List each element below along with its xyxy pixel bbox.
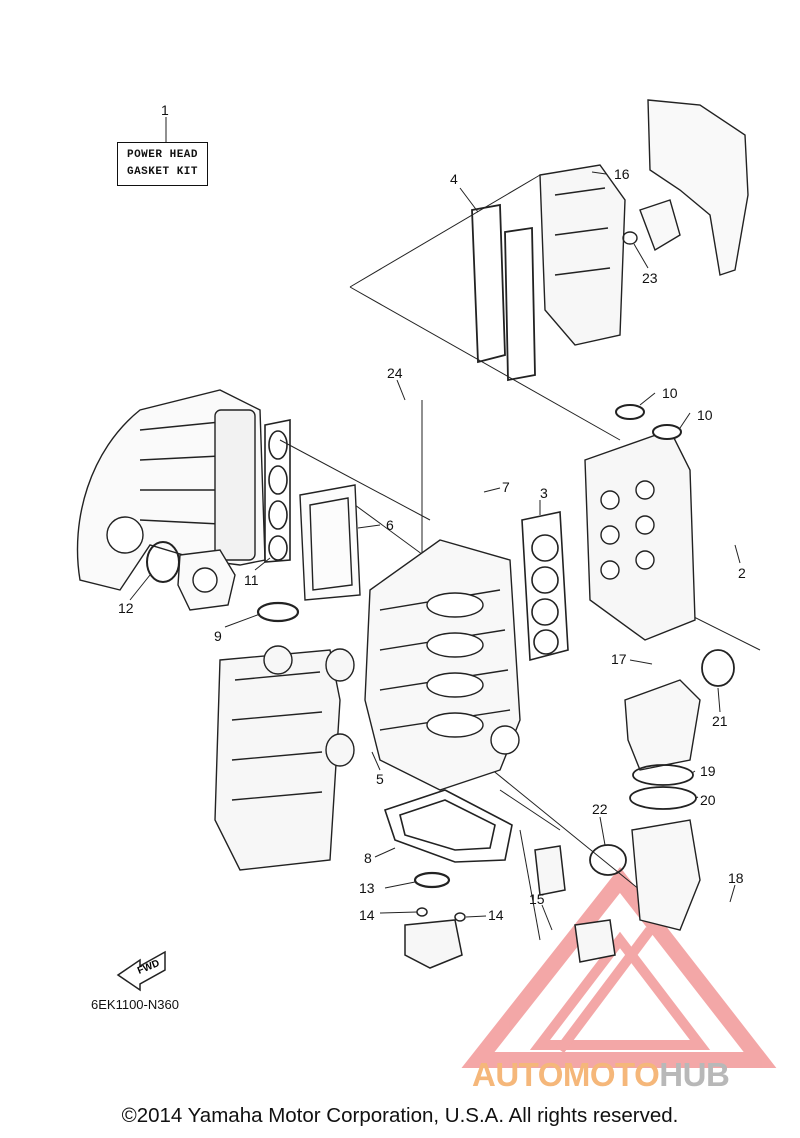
kit-label-line2: GASKET KIT [126,166,198,178]
manifold-gasket [264,419,291,563]
watermark-text: AUTOMOTOHUB [472,1056,730,1094]
head-gasket [521,511,569,662]
copyright-notice: ©2014 Yamaha Motor Corporation, U.S.A. A… [121,1104,679,1127]
cylinder-head [584,404,696,641]
gasket-kit-label: POWER HEAD GASKET KIT [117,142,208,186]
oil-pan-gasket [383,789,513,863]
kit-label-line1: POWER HEAD [126,149,198,161]
callout-17: 17 [611,651,627,667]
callout-4: 4 [450,171,458,187]
callout-3: 3 [540,485,548,501]
callout-14-left: 14 [359,907,375,923]
cover-plate [299,484,361,601]
callout-12: 12 [118,600,134,616]
callout-23: 23 [642,270,658,286]
watermark-logo [461,867,777,1068]
cylinder-block [364,539,521,791]
callout-19: 19 [700,763,716,779]
diagram-code: 6EK1100-N360 [91,997,179,1012]
callout-1: 1 [161,102,169,118]
callout-24: 24 [387,365,403,381]
intake-manifold [76,389,266,591]
watermark-part1: AUTOMOTO [472,1056,660,1093]
callout-13: 13 [359,880,375,896]
throttle-body [146,541,236,611]
callout-20: 20 [700,792,716,808]
callout-8: 8 [364,850,372,866]
callout-6: 6 [386,517,394,533]
callout-15: 15 [529,891,545,907]
crankshaft-assembly [214,601,355,871]
exhaust-manifold [589,649,735,931]
callout-14-right: 14 [488,907,504,923]
exhaust-cover-top [622,99,749,276]
callout-numbers: 1 2 3 4 5 6 7 8 9 10 10 11 12 13 14 14 1… [118,102,746,923]
leader-lines [129,117,741,931]
callout-22: 22 [592,801,608,817]
oil-pump-parts [404,845,616,969]
callout-5: 5 [376,771,384,787]
callout-10-upper: 10 [662,385,678,401]
callout-18: 18 [728,870,744,886]
callout-21: 21 [712,713,728,729]
callout-9: 9 [214,628,222,644]
head-cover-gasket [471,203,536,382]
guide-lines [279,174,761,941]
callout-2: 2 [738,565,746,581]
watermark-part2: HUB [659,1056,730,1093]
callout-11: 11 [244,572,259,588]
callout-10-lower: 10 [697,407,713,423]
callout-7: 7 [502,479,510,495]
head-cover [539,164,626,346]
fwd-arrow-icon: FWD [116,950,166,992]
callout-16: 16 [614,166,630,182]
